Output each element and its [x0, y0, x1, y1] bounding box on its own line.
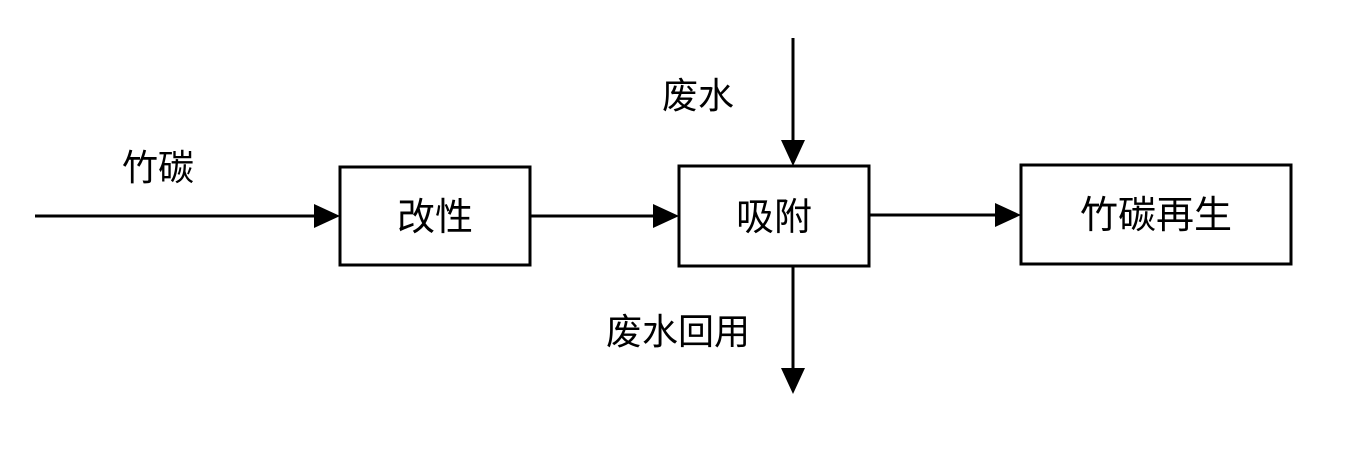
wastewater-label: 废水: [662, 76, 734, 117]
modify-box: 改性: [338, 165, 532, 267]
arrowhead-icon: [995, 203, 1021, 227]
input-label-bamboo-carbon: 竹碳: [122, 148, 194, 189]
adsorb-box-label: 吸附: [736, 195, 812, 239]
wastewater-reuse-label: 废水回用: [606, 312, 750, 353]
input-arrow: [35, 204, 340, 228]
wastewater-input-arrow: [781, 38, 805, 166]
arrowhead-icon: [653, 204, 679, 228]
arrowhead-icon: [314, 204, 340, 228]
adsorb-box: 吸附: [677, 164, 871, 268]
wastewater-reuse-output-arrow: [781, 266, 805, 394]
adsorb-to-regen-arrow: [869, 203, 1021, 227]
arrowhead-icon: [781, 368, 805, 394]
regen-box-label: 竹碳再生: [1080, 193, 1232, 237]
regen-box: 竹碳再生: [1019, 163, 1293, 266]
modify-to-adsorb-arrow: [530, 204, 679, 228]
modify-box-label: 改性: [397, 195, 473, 239]
arrowhead-icon: [781, 140, 805, 166]
